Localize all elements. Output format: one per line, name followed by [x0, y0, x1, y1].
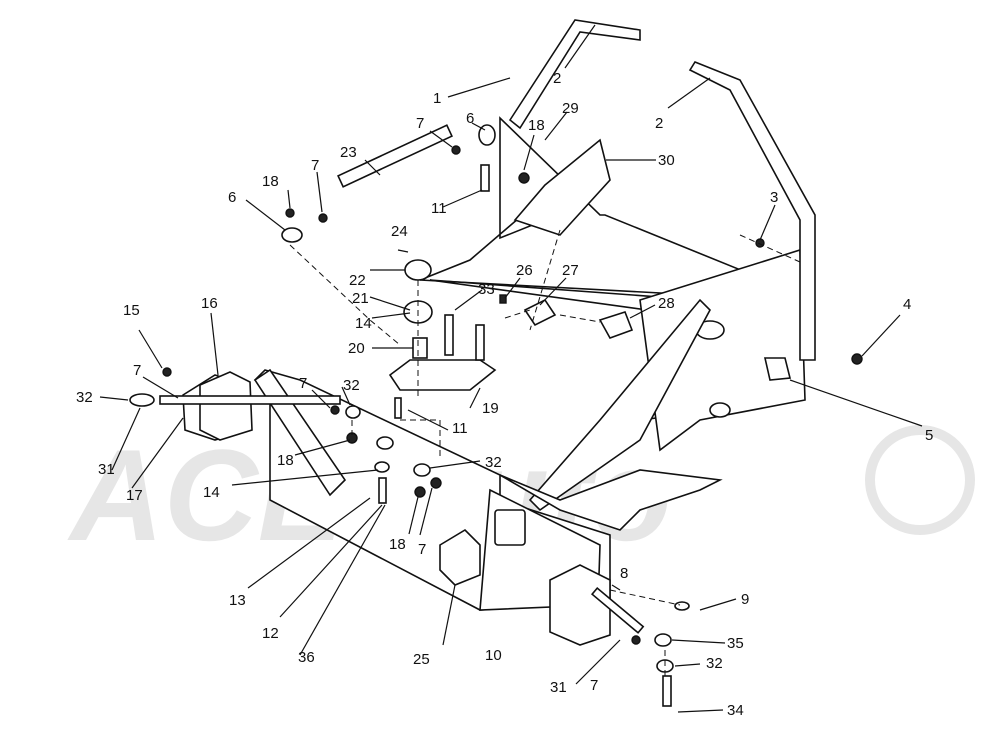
washer-7a — [318, 213, 328, 223]
leader-lines — [99, 24, 923, 713]
callout-label: 18 — [277, 452, 294, 469]
bracket-25 — [439, 528, 481, 586]
callout-label: 4 — [903, 296, 911, 313]
callout-label: 19 — [482, 400, 499, 417]
nut-22 — [404, 259, 432, 281]
washer-16 — [162, 367, 172, 377]
washer-7c — [330, 405, 340, 415]
callout-label: 28 — [658, 295, 675, 312]
callout-label: 7 — [416, 115, 424, 132]
callout-label: 23 — [340, 144, 357, 161]
callout-label: 5 — [925, 427, 933, 444]
clip-26 — [499, 294, 507, 304]
callout-label: 34 — [727, 702, 744, 719]
callout-label: 17 — [126, 487, 143, 504]
callout-label: 31 — [98, 461, 115, 478]
callout-label: 12 — [262, 625, 279, 642]
washer-7d — [430, 477, 442, 489]
callout-label: 20 — [348, 340, 365, 357]
nut-18a — [285, 208, 295, 218]
plate-19 — [388, 359, 497, 391]
callout-label: 36 — [298, 649, 315, 666]
callout-label: 33 — [478, 281, 495, 298]
nut-4 — [851, 353, 863, 365]
callout-label: 9 — [741, 591, 749, 608]
callout-label: 11 — [431, 200, 447, 217]
nut-18e — [414, 486, 426, 498]
callout-label: 7 — [133, 362, 141, 379]
callout-label: 7 — [311, 157, 319, 174]
tie-rod-23 — [337, 124, 453, 188]
callout-label: 13 — [229, 592, 246, 609]
callout-label: 7 — [590, 677, 598, 694]
callout-label: 26 — [516, 262, 533, 279]
callout-label: 3 — [770, 189, 778, 206]
plate-28 — [598, 311, 634, 339]
callout-label: 29 — [562, 100, 579, 117]
shaft-31b — [590, 586, 645, 634]
callout-label: 6 — [228, 189, 236, 206]
spacer-20 — [412, 337, 428, 359]
callout-label: 6 — [466, 110, 474, 127]
rod-end-6b — [478, 124, 496, 146]
callout-label: 8 — [620, 565, 628, 582]
bolt-34 — [662, 675, 672, 707]
callout-label: 22 — [349, 272, 366, 289]
chassis-frame — [253, 19, 816, 611]
housing-10 — [549, 564, 611, 646]
callout-label: 18 — [528, 117, 545, 134]
rod-end-6a — [281, 227, 303, 243]
plate-27 — [523, 298, 557, 327]
bolt-11a — [480, 164, 490, 192]
callout-label: 18 — [389, 536, 406, 553]
callout-label: 15 — [123, 302, 140, 319]
rod-end-32b — [413, 463, 431, 477]
bolt-33b — [475, 324, 485, 361]
nut-35 — [654, 633, 672, 647]
rod-end-32a — [345, 405, 361, 419]
assembly-lines — [289, 229, 801, 676]
callout-label: 24 — [391, 223, 408, 240]
watermark-wheel-icon — [865, 425, 975, 535]
bolt-12 — [378, 477, 387, 504]
callout-label: 32 — [343, 377, 360, 394]
callout-label: 2 — [655, 115, 663, 132]
callout-labels: 1 2 2 3 4 5 6 6 7 7 7 7 7 7 8 9 10 11 11… — [76, 70, 933, 719]
callout-label: 16 — [201, 295, 218, 312]
nut-18d — [376, 436, 394, 450]
callout-label: 32 — [485, 454, 502, 471]
cable-end-9 — [674, 601, 690, 611]
callout-label: 35 — [727, 635, 744, 652]
bracket-30 — [513, 138, 611, 236]
callout-label: 27 — [562, 262, 579, 279]
bolt-11b — [394, 397, 402, 419]
callout-label: 21 — [352, 290, 369, 307]
callout-label: 10 — [485, 647, 502, 664]
callout-label: 32 — [76, 389, 93, 406]
callout-label: 18 — [262, 173, 279, 190]
callout-label: 14 — [203, 484, 220, 501]
washer-14 — [374, 461, 390, 473]
callout-label: 7 — [299, 375, 307, 392]
washer-7e — [631, 635, 641, 645]
rod-end-31a — [129, 393, 155, 407]
nut-18b — [518, 172, 530, 184]
shaft-left — [159, 395, 341, 405]
bracket-5 — [763, 357, 792, 381]
callout-label: 2 — [553, 70, 561, 87]
callout-label: 14 — [355, 315, 372, 332]
plate-17 — [199, 371, 253, 441]
washer-7b — [451, 145, 461, 155]
callout-label: 1 — [433, 90, 441, 107]
callout-label: 31 — [550, 679, 567, 696]
callout-label: 25 — [413, 651, 430, 668]
callout-label: 30 — [658, 152, 675, 169]
callout-label: 11 — [452, 420, 468, 437]
callout-label: 7 — [418, 541, 426, 558]
callout-label: 32 — [706, 655, 723, 672]
bolt-33a — [444, 314, 454, 356]
